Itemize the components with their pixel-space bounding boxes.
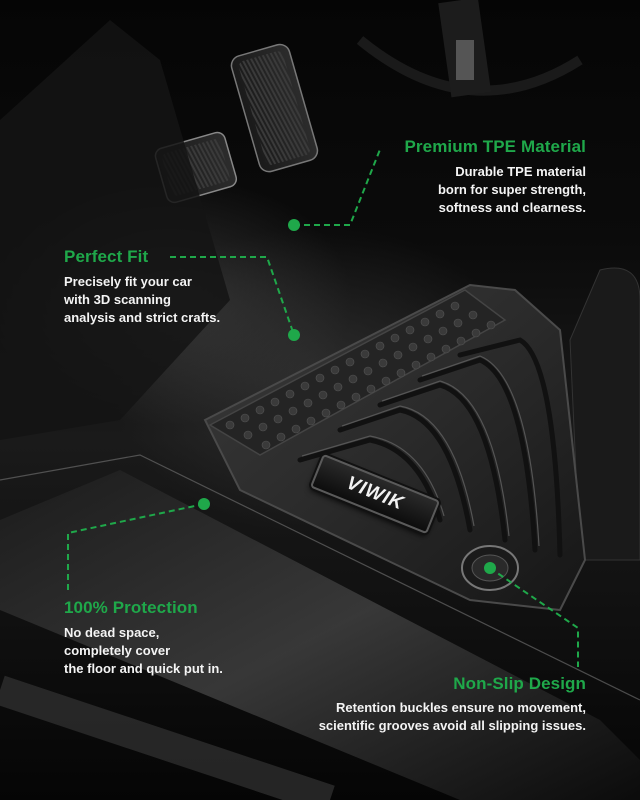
description-line: born for super strength, (437, 182, 586, 197)
description-line: Durable TPE material (455, 164, 586, 179)
description-line: softness and clearness. (438, 200, 586, 215)
callout-description: Durable TPE material born for super stre… (388, 163, 586, 217)
description-line: with 3D scanning (64, 292, 171, 307)
callout-description: No dead space, completely cover the floo… (64, 624, 284, 678)
callout-title: Premium TPE Material (404, 137, 586, 156)
description-line: Retention buckles ensure no movement, (336, 700, 586, 715)
callout-perfect-fit: Perfect Fit Precisely fit your car with … (64, 247, 284, 327)
description-line: the floor and quick put in. (64, 661, 223, 676)
callout-markers (198, 219, 496, 574)
callout-description: Retention buckles ensure no movement, sc… (280, 699, 586, 735)
marker-dot-perfect-fit (288, 329, 300, 341)
callout-leader-lines (67, 146, 579, 667)
callout-protection: 100% Protection No dead space, completel… (64, 598, 284, 678)
callout-premium-tpe: Premium TPE Material Durable TPE materia… (388, 137, 586, 217)
description-line: No dead space, (64, 625, 160, 640)
callout-title: Perfect Fit (64, 247, 149, 266)
door-sill (0, 470, 640, 800)
description-line: Precisely fit your car (64, 274, 192, 289)
callout-description: Precisely fit your car with 3D scanning … (64, 273, 284, 327)
callout-non-slip: Non-Slip Design Retention buckles ensure… (280, 674, 586, 735)
marker-dot-premium-tpe (288, 219, 300, 231)
marker-dot-protection (198, 498, 210, 510)
marker-dot-non-slip (484, 562, 496, 574)
description-line: scientific grooves avoid all slipping is… (318, 718, 586, 733)
callout-title: 100% Protection (64, 598, 198, 617)
description-line: analysis and strict crafts. (64, 310, 221, 325)
accelerator-pedal (230, 43, 319, 173)
description-line: completely cover (64, 643, 171, 658)
callout-title: Non-Slip Design (453, 674, 586, 693)
